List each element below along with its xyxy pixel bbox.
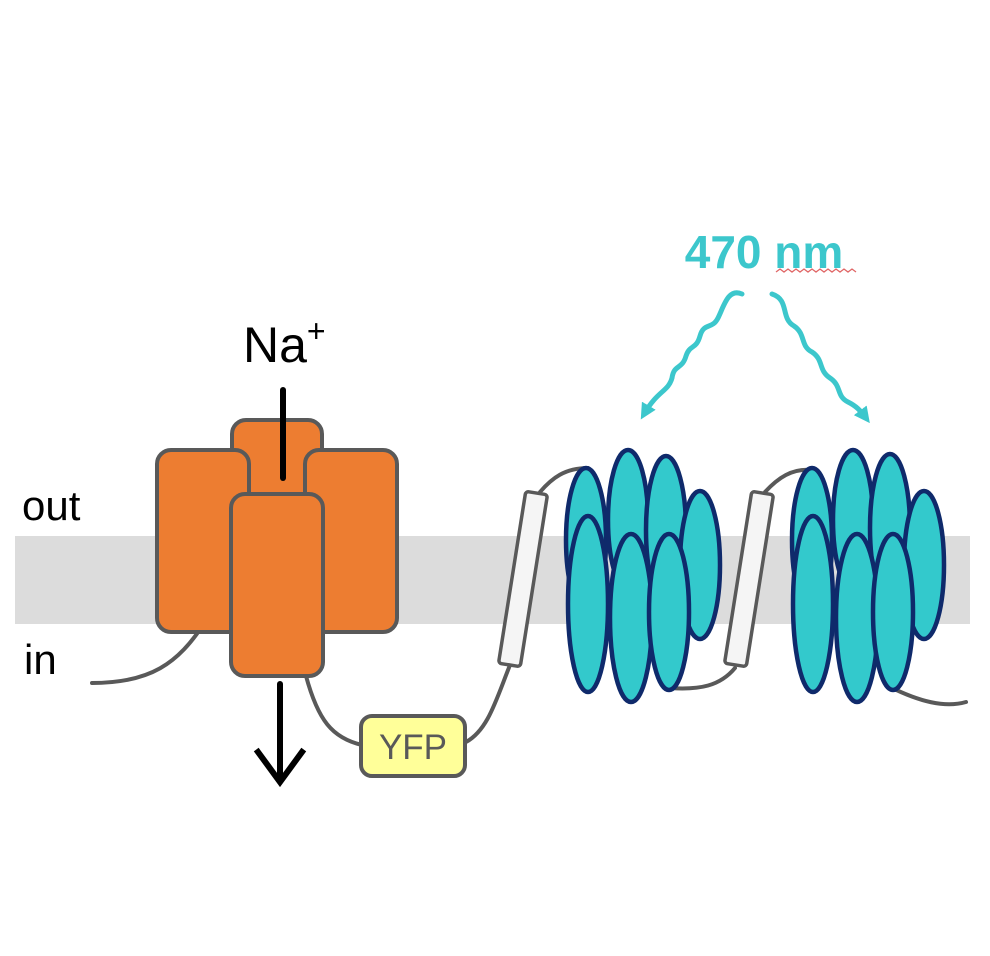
opsin-domain-2 (789, 447, 947, 705)
transmembrane-helix-2 (723, 490, 775, 668)
opsin-domain-1 (563, 447, 723, 705)
light-arrow-right (769, 291, 870, 424)
outside-label: out (22, 482, 81, 529)
yfp-label: YFP (379, 728, 447, 767)
inside-label: in (24, 636, 57, 683)
ion-flux-arrow (253, 387, 307, 788)
wavelength-label: 470 nm (685, 226, 844, 278)
light-arrow-left (640, 290, 745, 420)
spellcheck-underline (775, 268, 857, 273)
yfp-tag (359, 714, 467, 778)
channel-subunit-front (229, 492, 325, 678)
protein-backbone (90, 466, 968, 747)
ion-label: Na+ (243, 313, 326, 373)
light-arrows (640, 290, 870, 424)
sodium-channel (155, 418, 399, 678)
transmembrane-helix-1 (497, 490, 549, 668)
